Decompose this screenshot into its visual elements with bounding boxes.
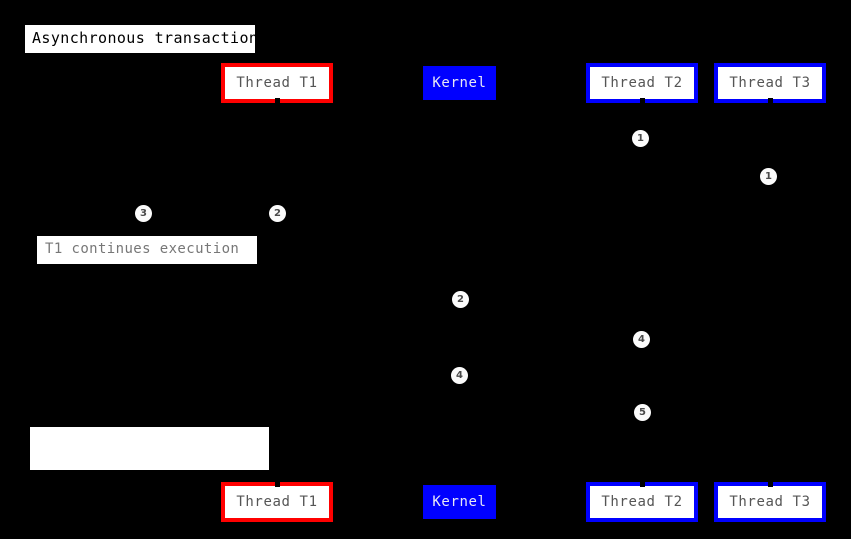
lifeline-label: Thread T1 — [236, 75, 318, 91]
lifeline-box-thread-t3[interactable]: Thread T3 — [714, 482, 826, 522]
lifeline-notch — [639, 98, 645, 103]
lifeline-label: Kernel — [432, 75, 487, 91]
step-marker: 1 — [760, 168, 777, 185]
lifeline-box-thread-t2[interactable]: Thread T2 — [586, 482, 698, 522]
lifeline-notch — [767, 98, 773, 103]
note-label: T1 continues execution — [37, 236, 257, 264]
empty-note-box — [30, 427, 269, 470]
step-marker: 4 — [633, 331, 650, 348]
lifeline-notch — [767, 482, 773, 487]
lifeline-label: Thread T3 — [729, 75, 811, 91]
step-marker: 2 — [269, 205, 286, 222]
lifeline-notch — [274, 98, 280, 103]
lifeline-box-kernel[interactable]: Kernel — [423, 485, 496, 519]
lifeline-box-thread-t2[interactable]: Thread T2 — [586, 63, 698, 103]
lifeline-label: Thread T3 — [729, 494, 811, 510]
lifeline-box-kernel[interactable]: Kernel — [423, 66, 496, 100]
step-marker: 3 — [135, 205, 152, 222]
lifeline-box-thread-t3[interactable]: Thread T3 — [714, 63, 826, 103]
lifeline-notch — [639, 482, 645, 487]
step-marker: 4 — [451, 367, 468, 384]
lifeline-label: Thread T2 — [601, 75, 683, 91]
step-marker: 2 — [452, 291, 469, 308]
step-marker: 5 — [634, 404, 651, 421]
lifeline-label: Thread T2 — [601, 494, 683, 510]
lifeline-label: Thread T1 — [236, 494, 318, 510]
diagram-title-label: Asynchronous transaction — [25, 25, 258, 53]
lifeline-box-thread-t1[interactable]: Thread T1 — [221, 482, 333, 522]
lifeline-notch — [274, 482, 280, 487]
lifeline-box-thread-t1[interactable]: Thread T1 — [221, 63, 333, 103]
lifeline-label: Kernel — [432, 494, 487, 510]
step-marker: 1 — [632, 130, 649, 147]
